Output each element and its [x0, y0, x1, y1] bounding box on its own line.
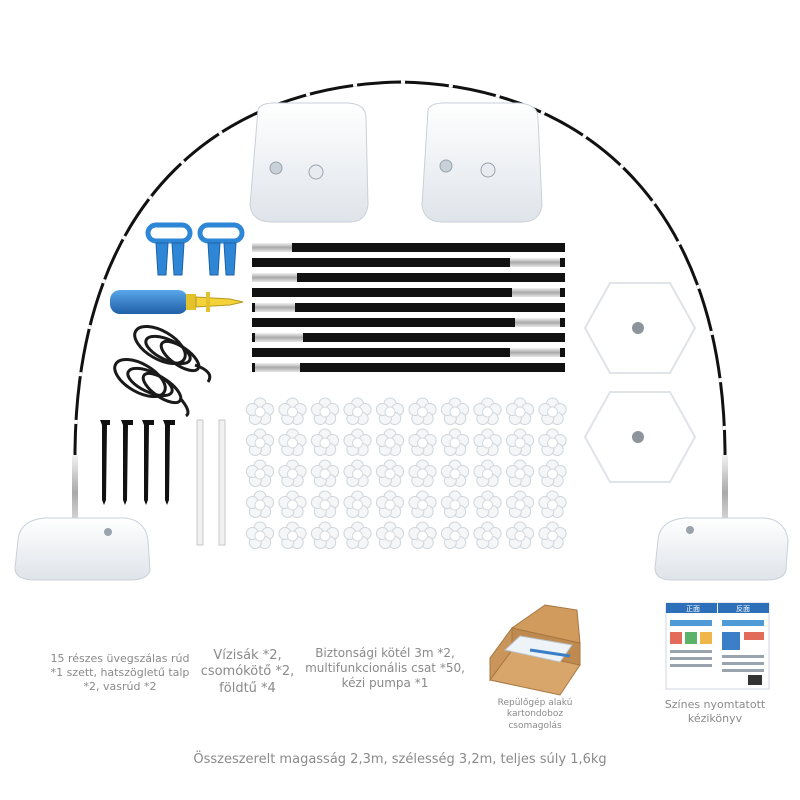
flower-clip-icon [505, 397, 535, 425]
caption-rope-clips: Biztonsági kötél 3m *2, multifunkcionáli… [305, 646, 465, 690]
flower-clip-icon [440, 428, 470, 456]
flower-clip-icon [505, 490, 535, 518]
flower-clip-icon [440, 397, 470, 425]
caption-dimensions: Összeszerelt magasság 2,3m, szélesség 3,… [193, 752, 607, 767]
flower-clip-icon [343, 428, 372, 456]
flower-clip-icon [505, 459, 535, 487]
flower-clip-icon [538, 428, 567, 456]
knot-tool-icon [197, 222, 245, 276]
hand-pump-icon [110, 290, 244, 314]
flower-clip-icon [505, 428, 535, 456]
flower-clip-icon [278, 397, 307, 425]
knot-tool-icon [145, 222, 193, 276]
water-bag-icon [654, 517, 789, 581]
arch-frame-icon [72, 80, 728, 530]
ground-stake-icon [100, 420, 175, 505]
flower-clip-icon [375, 428, 405, 456]
flower-clip-icon [408, 521, 437, 549]
manual-back-label: 反面 [736, 604, 750, 613]
flower-clip-icon [440, 459, 470, 487]
flower-clip-icon [343, 459, 372, 487]
flower-clip-icon [343, 521, 372, 549]
flower-clip-icon [310, 459, 340, 487]
flower-clip-icon [408, 397, 437, 425]
flower-clip-icon [245, 490, 275, 518]
water-bag-icon [421, 102, 543, 223]
flower-clip-icon [538, 459, 567, 487]
caption-bags-knots: Vízisák *2, csomókötő *2, földtű *4 [200, 648, 295, 696]
flower-clip-icon [408, 459, 437, 487]
flower-clip-icon [473, 490, 502, 518]
flower-clip-icon [310, 397, 340, 425]
caption-box: Repülőgép alakú kartondoboz csomagolás [497, 698, 573, 731]
safety-rope-icon [113, 324, 212, 418]
flower-clip-icon [473, 521, 502, 549]
flower-clip-icon [473, 459, 502, 487]
flower-clip-icon [310, 521, 340, 549]
flower-clip-icon [245, 397, 275, 425]
flower-clip-icon [343, 397, 372, 425]
manual-front-label: 正面 [686, 605, 700, 613]
flower-clip-icon [375, 490, 405, 518]
flower-clip-icon [245, 459, 275, 487]
water-bag-icon [14, 517, 151, 581]
flower-clip-icon [440, 521, 470, 549]
manual-icon: 正面 反面 [665, 602, 770, 690]
flower-clip-icon [278, 490, 307, 518]
flower-clip-icon [440, 490, 470, 518]
flower-clip-grid [245, 397, 567, 549]
caption-manual: Színes nyomtatott kézikönyv [664, 698, 766, 725]
flower-clip-icon [375, 459, 405, 487]
flower-clip-icon [538, 397, 567, 425]
flower-clip-icon [278, 521, 307, 549]
iron-rod-icon [196, 419, 226, 546]
flower-clip-icon [408, 490, 437, 518]
flower-clip-icon [375, 397, 405, 425]
flower-clip-icon [278, 459, 307, 487]
flower-clip-icon [310, 428, 340, 456]
flower-clip-icon [408, 428, 437, 456]
flower-clip-icon [538, 521, 567, 549]
flower-clip-icon [245, 428, 275, 456]
flower-clip-icon [473, 397, 502, 425]
flower-clip-icon [245, 521, 275, 549]
cardboard-box-icon [489, 604, 581, 696]
flower-clip-icon [538, 490, 567, 518]
flower-clip-icon [310, 490, 340, 518]
hexagon-base-icon [583, 282, 697, 374]
flower-clip-icon [375, 521, 405, 549]
flower-clip-icon [473, 428, 502, 456]
fiberglass-pole-icon [252, 243, 565, 372]
flower-clip-icon [278, 428, 307, 456]
flower-clip-icon [343, 490, 372, 518]
caption-arch-parts: 15 részes üvegszálas rúd *1 szett, hatsz… [50, 652, 190, 693]
hexagon-base-icon [583, 391, 697, 483]
flower-clip-icon [505, 521, 535, 549]
water-bag-icon [249, 102, 369, 223]
